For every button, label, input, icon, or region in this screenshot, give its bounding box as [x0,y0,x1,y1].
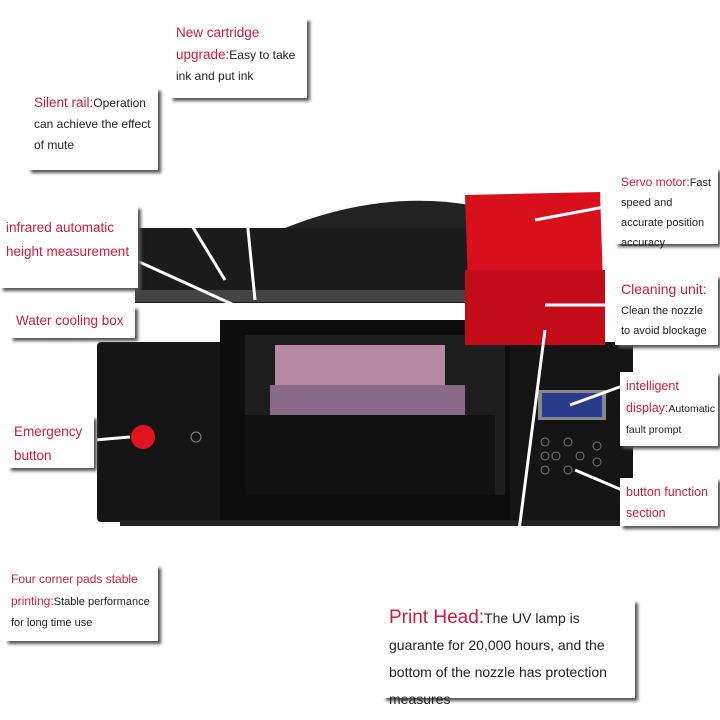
annotation-title: Silent rail: [34,95,94,110]
annotation-cleaning: Cleaning unit: Clean the nozzle to avoid… [615,275,718,345]
annotation-servo: Servo motor:Fast speed and accurate posi… [615,168,718,249]
annotation-water-cooling: Water cooling box [10,306,135,338]
annotation-title: Emergency button [14,424,83,463]
annotation-silent-rail: Silent rail:Operation can achieve the ef… [28,88,158,170]
annotation-buttons: button function section [620,478,718,526]
annotation-emergency: Emergency button [8,416,94,468]
annotation-cartridge: New cartridge upgrade:Easy to take ink a… [170,18,307,98]
annotation-infrared: infrared automatic height measurement [0,206,138,288]
print-bed-items [270,345,465,415]
annotation-text: Operation can achieve the effect of mute [34,96,151,152]
annotation-text: Stable performance for long time use [11,596,150,629]
annotation-title: New cartridge upgrade: [176,25,260,62]
annotation-text: The UV lamp is guarante for 20,000 hours… [389,610,607,707]
annotation-display: intelligent display:Automatic fault prom… [620,372,718,446]
annotation-corner-pads: Four corner pads stable printing:Stable … [5,565,158,641]
annotation-title: infrared automatic height measurement [6,220,130,259]
annotation-title: intelligent display: [626,379,679,415]
emergency-stop [131,425,155,449]
annotation-text: Easy to take ink and put ink [176,48,296,83]
annotation-text: Clean the nozzle to avoid blockage [621,305,707,337]
annotation-title: Four corner pads stable printing: [11,572,138,608]
annotation-title: button function section [626,485,709,520]
annotation-title: Servo motor: [621,175,690,189]
arrows [94,97,626,601]
printer [97,192,633,526]
annotation-text: Automatic fault prompt [626,403,716,436]
annotation-print-head: Print Head:The UV lamp is guarante for 2… [383,600,635,707]
annotation-title: Water cooling box [16,313,124,328]
control-buttons [540,437,602,475]
annotation-title: Cleaning unit: [621,281,707,297]
annotation-title: Print Head: [389,607,485,628]
annotation-text: Fast speed and accurate position accurac… [621,177,712,249]
